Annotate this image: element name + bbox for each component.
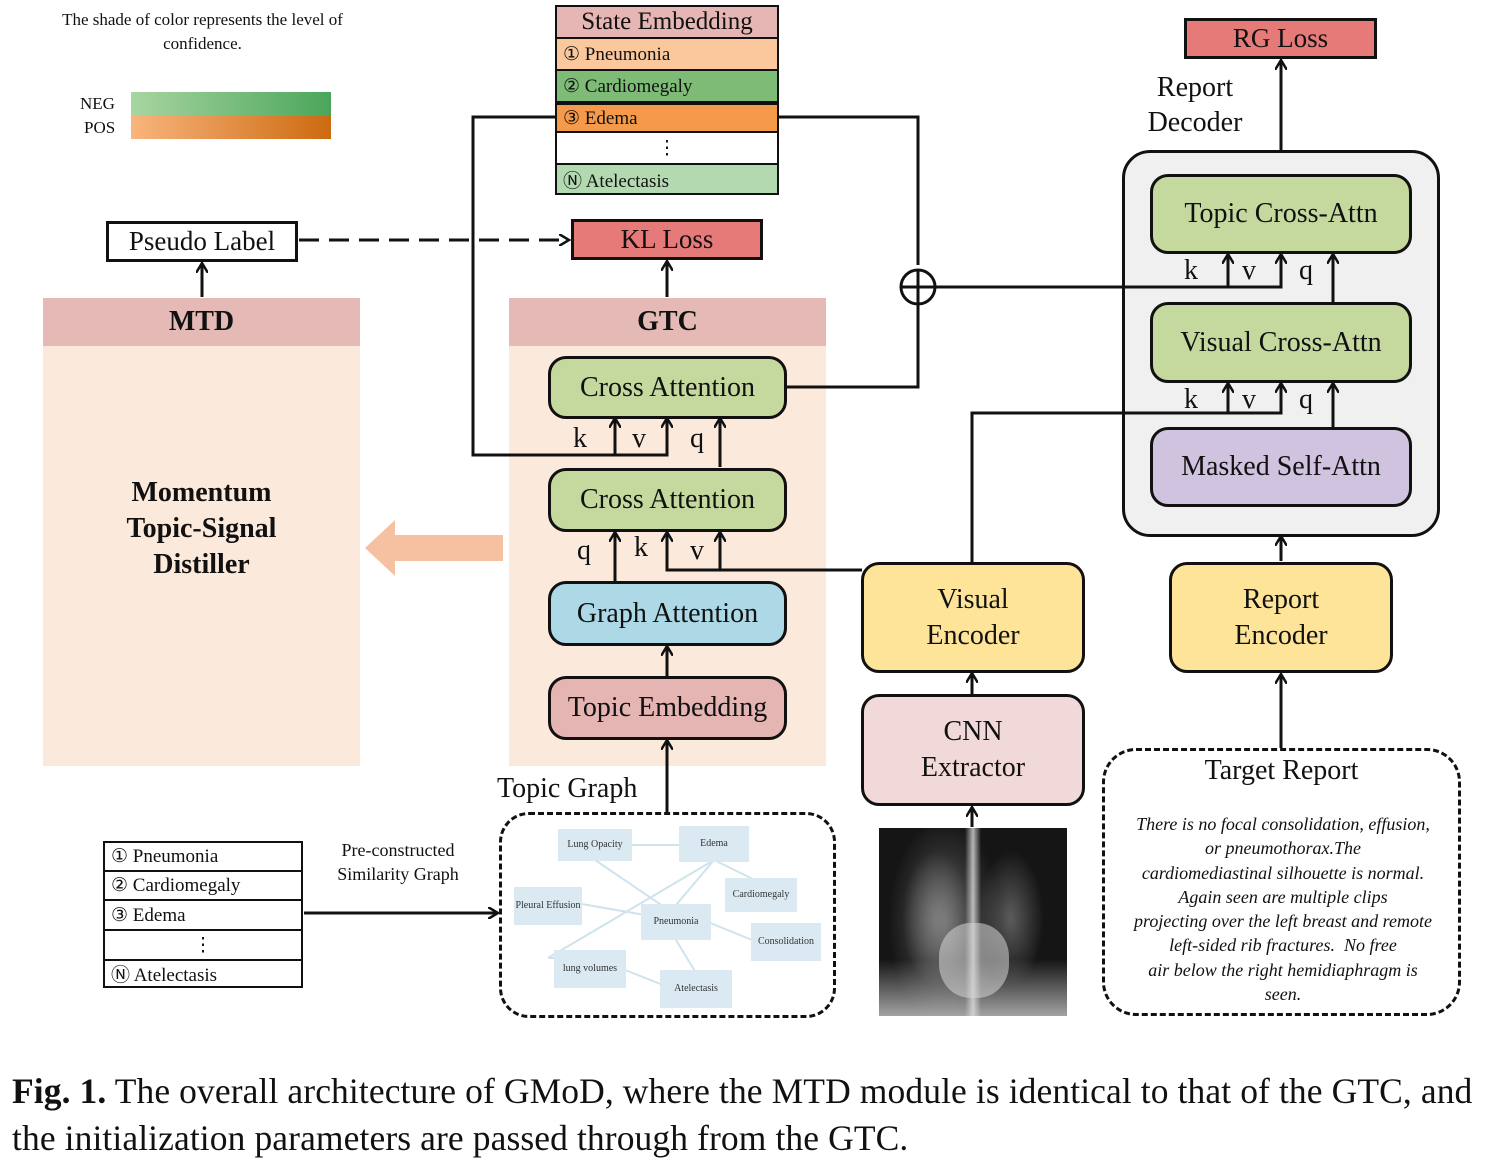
topic-graph-frame (499, 812, 836, 1018)
gtc-bottom-k: k (634, 532, 648, 563)
pseudo-label-box: Pseudo Label (106, 221, 298, 262)
decoder-upper-k: k (1184, 255, 1198, 286)
report-encoder: Report Encoder (1169, 562, 1393, 673)
target-report-line: seen. (1264, 984, 1302, 1005)
topic-list-row: ① Pneumonia (105, 843, 301, 872)
gtc-bottom-q: q (577, 535, 591, 566)
decoder-lower-v: v (1242, 384, 1256, 415)
legend-pos-label: POS (84, 118, 116, 137)
gtc-topic-embedding: Topic Embedding (548, 676, 787, 740)
graph-node-pleural-effusion: Pleural Effusion (514, 887, 582, 925)
legend-neg-gradient (131, 92, 331, 116)
topic-list-row: ② Cardiomegaly (105, 872, 301, 901)
decoder-lower-k: k (1184, 384, 1198, 415)
gtc-top-q: q (690, 423, 704, 454)
decoder-upper-q: q (1299, 255, 1313, 286)
cnn-extractor: CNN Extractor (861, 694, 1085, 806)
chest-xray-image (879, 828, 1067, 1016)
topic-list-row: Ⓝ Atelectasis (105, 961, 301, 986)
mtd-header: MTD (43, 298, 360, 346)
caption-label: Fig. 1. (12, 1071, 107, 1111)
caption-text: The overall architecture of GMoD, where … (12, 1071, 1473, 1158)
mtd-panel (43, 346, 360, 766)
visual-cross-attn: Visual Cross-Attn (1150, 302, 1412, 383)
state-embedding-title: State Embedding (557, 7, 777, 39)
gtc-top-k: k (573, 423, 587, 454)
gtc-graph-attention: Graph Attention (548, 581, 787, 646)
target-report-line: There is no focal consolidation, effusio… (1136, 814, 1430, 834)
figure-caption: Fig. 1. The overall architecture of GMoD… (12, 1068, 1507, 1162)
graph-node-atelectasis: Atelectasis (660, 970, 732, 1008)
visual-encoder: Visual Encoder (861, 562, 1085, 673)
state-embedding-row: ① Pneumonia (557, 39, 777, 71)
target-report-line: left-sided rib fractures. No free (1169, 935, 1397, 956)
target-report-text: There is no focal consolidation, effusio… (1108, 812, 1458, 1006)
graph-node-edema: Edema (679, 826, 749, 862)
target-report-line: or pneumothorax.The (1205, 838, 1361, 859)
graph-node-pneumonia: Pneumonia (641, 904, 711, 940)
topic-cross-attn: Topic Cross-Attn (1150, 174, 1412, 254)
target-report-title: Target Report (1204, 755, 1359, 786)
target-report-line: cardiomediastinal silhouette is normal. (1141, 862, 1425, 883)
rg-loss-box: RG Loss (1184, 18, 1377, 59)
legend-pos-gradient (131, 116, 331, 139)
target-report-line: projecting over the left breast and remo… (1134, 911, 1432, 932)
decoder-lower-q: q (1299, 384, 1313, 415)
masked-self-attn: Masked Self-Attn (1150, 427, 1412, 507)
target-report-line: air below the right hemidiaphragm is (1148, 959, 1418, 980)
target-report-frame (1102, 748, 1461, 1016)
target-report-line: Again seen are multiple clips (1178, 886, 1388, 907)
graph-node-cardiomegaly: Cardiomegaly (725, 878, 797, 912)
state-embedding-row: ③ Edema (557, 103, 777, 133)
legend-neg-label: NEG (80, 94, 115, 113)
gtc-top-v: v (632, 423, 646, 454)
mtd-title: Momentum Topic-Signal Distiller (126, 477, 277, 580)
topic-graph-title: Topic Graph (497, 773, 638, 804)
similarity-graph-label: Pre-constructed Similarity Graph (337, 840, 459, 884)
gtc-cross-attention-bottom: Cross Attention (548, 468, 787, 532)
decoder-upper-v: v (1242, 255, 1256, 286)
kl-loss-box: KL Loss (571, 219, 763, 260)
graph-node-consolidation: Consolidation (751, 923, 821, 961)
state-embedding-row: ⋮ (557, 133, 777, 165)
state-embedding-row: ② Cardiomegaly (557, 71, 777, 103)
gtc-cross-attention-top: Cross Attention (548, 356, 787, 419)
topic-list-row: ③ Edema (105, 901, 301, 931)
state-embedding-row: Ⓝ Atelectasis (557, 165, 777, 193)
graph-node-lung-opacity: Lung Opacity (558, 829, 632, 861)
report-decoder-title: Report Decoder (1147, 72, 1243, 138)
gtc-header: GTC (509, 298, 826, 346)
gtc-bottom-v: v (690, 535, 704, 566)
topic-list-row: ⋮ (105, 931, 301, 961)
legend-note: The shade of color represents the level … (62, 10, 343, 53)
graph-node-lung-volumes: lung volumes (554, 950, 626, 988)
